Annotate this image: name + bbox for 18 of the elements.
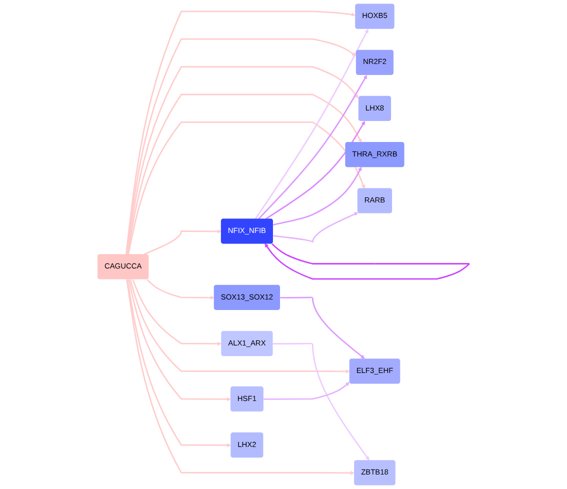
arrow	[273, 166, 362, 226]
arrow	[130, 279, 350, 374]
arrow	[132, 279, 222, 346]
arrow	[264, 243, 470, 280]
arrow	[258, 74, 367, 220]
arrow	[126, 94, 362, 254]
arrow	[265, 120, 365, 220]
arrow	[126, 279, 232, 448]
arrow	[126, 279, 354, 475]
arrow	[273, 342, 370, 460]
arrow	[128, 122, 366, 254]
arrow	[264, 382, 350, 400]
arrow	[128, 279, 231, 402]
arrow	[144, 229, 222, 255]
arrow	[146, 278, 214, 300]
arrow	[273, 212, 358, 244]
arrow	[280, 296, 365, 359]
arrow	[254, 28, 368, 220]
